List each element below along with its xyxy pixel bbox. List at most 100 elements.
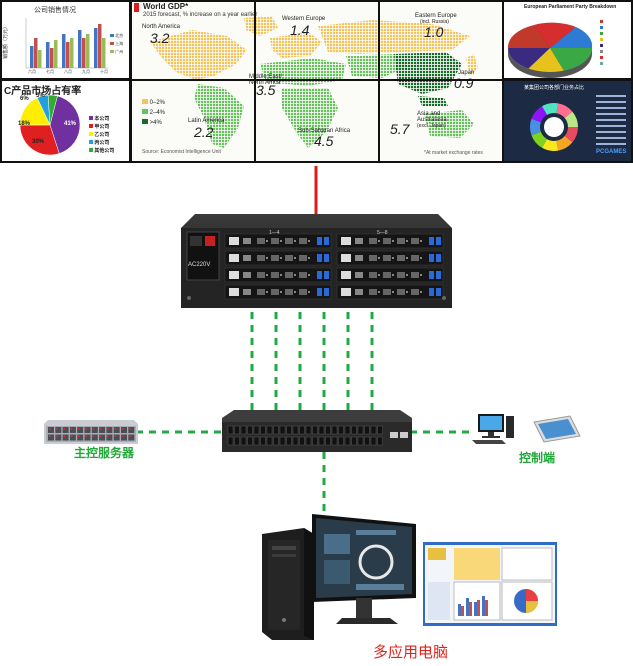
sales-x-3: 九月 (82, 69, 90, 74)
donut-segment (530, 118, 541, 136)
gdp-legend-2: >4% (149, 120, 162, 126)
gdp-legend-1: 2–4% (149, 110, 166, 116)
sales-bar (30, 46, 34, 68)
sales-x-labels: 六月 七月 八月 九月 十月 (28, 69, 108, 75)
gdp-subtitle: 2015 forecast, % increase on a year earl… (143, 12, 258, 18)
multi-app-pc (258, 512, 558, 640)
panel-sales-chart: 公司销售情况 销售额（万元） 北京 上海 广州 六月 七月 八月 九月 十月 (2, 2, 129, 78)
gdp-region-label2-2: (incl. Russia) (420, 19, 449, 25)
sales-bar (70, 38, 74, 68)
donut-title: 某集团公司各部门业务占比 (524, 85, 585, 91)
sales-x-2: 八月 (64, 69, 72, 74)
switch-body (222, 410, 412, 452)
share-legend-1: 甲公司 (94, 124, 110, 130)
master-server (44, 420, 138, 446)
share-legend: 本公司 甲公司 乙公司 丙公司 其他公司 (89, 115, 114, 155)
sales-bar (66, 42, 70, 68)
region-greenland (244, 16, 278, 36)
sales-bar (38, 50, 42, 68)
gdp-region-label-2: Eastern Europe (415, 13, 457, 19)
gdp-title: World GDP* (143, 2, 189, 11)
donut-segment (542, 139, 559, 151)
sales-legend-1: 上海 (115, 41, 124, 46)
panel-donut: 某集团公司各部门业务占比 PCGAMES (504, 81, 631, 161)
donut-segment (556, 135, 573, 151)
sales-bar (82, 38, 86, 68)
port-group-2: 5—8 (377, 230, 388, 236)
sales-bar (34, 38, 38, 68)
share-slice (49, 95, 81, 154)
network-switch (222, 410, 412, 454)
gdp-region-label-0: North America (142, 24, 181, 30)
sales-bar (50, 48, 54, 68)
wall-seam-v (254, 2, 256, 161)
video-processor: AC220V 1—4 5—8 (181, 214, 452, 308)
donut-segment (531, 106, 547, 123)
gdp-region-value-3: 3.5 (256, 82, 276, 98)
sales-legend-2: 广州 (115, 49, 124, 54)
region-australasia (424, 110, 474, 138)
donut-segment (542, 103, 559, 115)
processor-power-label: AC220V (188, 262, 211, 268)
sales-bar (86, 34, 90, 68)
sales-legend: 北京 上海 广州 (110, 32, 123, 56)
gdp-map (150, 16, 478, 148)
gdp-region-value-1: 1.4 (290, 22, 310, 38)
gdp-region-label3-7: (excl. Japan) (417, 123, 446, 129)
region-north-america (150, 30, 247, 80)
sales-bar (94, 28, 98, 68)
gdp-red-marker (134, 3, 139, 12)
sales-x-0: 六月 (28, 69, 36, 74)
share-slice (19, 124, 60, 156)
gdp-region-value-6: 4.5 (314, 133, 334, 149)
gdp-legend-0: 0–2% (149, 100, 166, 106)
sales-bar (46, 42, 50, 68)
gdp-region-label2-7: Australasia (417, 117, 447, 123)
sales-legend-0: 北京 (115, 33, 124, 38)
share-pct-2: 18% (18, 121, 31, 127)
wall-seam-h (132, 79, 502, 81)
gdp-region-label-4: Japan (458, 70, 475, 76)
pc-set (262, 514, 557, 640)
donut-segment (531, 131, 547, 148)
region-western-europe (270, 32, 322, 58)
wall-seam-v2 (378, 2, 380, 161)
donut-chart (530, 95, 626, 151)
sales-bar (78, 30, 82, 68)
share-legend-3: 丙公司 (94, 140, 110, 146)
share-pct-3: 6% (20, 96, 29, 102)
server-label: 主控服务器 (74, 446, 135, 460)
panel-world-gdp: World GDP* 2015 forecast, % increase on … (132, 2, 502, 161)
server-body (44, 420, 138, 444)
gdp-region-value-0: 3.2 (150, 30, 170, 46)
control-terminal (472, 412, 582, 448)
control-label: 控制端 (519, 451, 556, 465)
sales-x-4: 十月 (100, 69, 108, 74)
share-pie (19, 94, 81, 156)
share-pct-0: 41% (64, 121, 77, 127)
region-eastern-europe (318, 20, 470, 54)
share-legend-2: 乙公司 (94, 132, 110, 138)
gdp-region-label-3: Middle East/ (249, 74, 283, 80)
gdp-region-value-7: 5.7 (390, 121, 410, 137)
donut-segment (564, 111, 578, 127)
pc-label: 多应用电脑 (373, 644, 449, 661)
sales-bar (62, 34, 66, 68)
processor-body (181, 214, 452, 308)
share-legend-4: 其他公司 (94, 148, 115, 154)
panel-eu-parliament: European Parliament Party Breakdown (504, 2, 631, 78)
gdp-region-label-1: Western Europe (282, 16, 326, 22)
share-pct-1: 30% (32, 139, 45, 145)
port-group-1: 1—4 (269, 230, 280, 236)
region-ssa (282, 88, 338, 148)
gdp-region-label-5: Latin America (188, 118, 225, 124)
gdp-region-value-2: 1.0 (424, 24, 444, 40)
region-central-asia (346, 54, 408, 78)
sales-bar (54, 40, 58, 68)
region-se-asia (418, 96, 448, 106)
share-pct-4: 5% (36, 93, 45, 99)
eu-title: European Parliament Party Breakdown (524, 4, 617, 10)
region-japan (466, 54, 478, 76)
share-slice (47, 94, 58, 126)
share-title-text: 产品市场占有率 (11, 86, 82, 97)
